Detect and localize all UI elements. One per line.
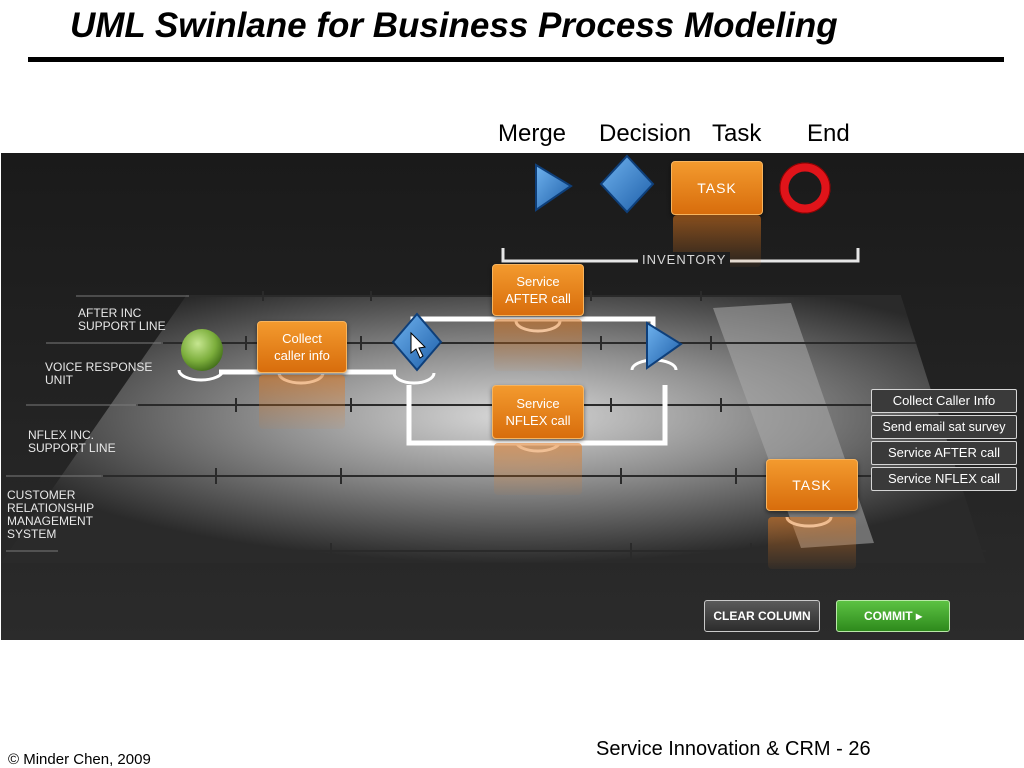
lane-ticks: [200, 291, 752, 559]
title-rule: [28, 57, 1004, 62]
task-list-item[interactable]: Collect Caller Info: [871, 389, 1017, 413]
node-service-nflex-reflection: [494, 443, 582, 495]
commit-button[interactable]: COMMIT ▸: [836, 600, 950, 632]
inventory-label: INVENTORY: [638, 252, 731, 267]
node-collect-reflection: [259, 375, 345, 429]
node-task-dragged[interactable]: TASK: [766, 459, 858, 511]
slide-title: UML Swinlane for Business Process Modeli…: [70, 6, 838, 45]
process-modeler-screen: AFTER INC SUPPORT LINE VOICE RESPONSE UN…: [1, 153, 1024, 640]
task-list-item[interactable]: Send email sat survey: [871, 415, 1017, 439]
legend-end-label: End: [807, 120, 850, 147]
node-collect-label: Collect caller info: [274, 331, 330, 363]
node-collect-caller-info[interactable]: Collect caller info: [257, 321, 347, 373]
node-task-dragged-reflection: [768, 517, 856, 569]
lane-label-after-inc: AFTER INC SUPPORT LINE: [78, 306, 166, 333]
clear-column-button[interactable]: CLEAR COLUMN: [704, 600, 820, 632]
lane-label-voice-response: VOICE RESPONSE UNIT: [45, 360, 153, 387]
node-task-dragged-label: TASK: [792, 476, 832, 493]
node-service-after-call[interactable]: Service AFTER call: [492, 264, 584, 316]
task-list-item[interactable]: Service NFLEX call: [871, 467, 1017, 491]
palette-task-label: TASK: [697, 179, 737, 196]
lane-label-crm: CUSTOMER RELATIONSHIP MANAGEMENT SYSTEM: [7, 488, 95, 541]
start-node: [181, 329, 223, 371]
palette-merge-icon[interactable]: [535, 163, 573, 212]
decision-node[interactable]: [391, 312, 443, 372]
task-list-item[interactable]: Service AFTER call: [871, 441, 1017, 465]
copyright-footer: © Minder Chen, 2009: [8, 751, 151, 768]
node-service-after-reflection: [494, 319, 582, 371]
slide-footer: Service Innovation & CRM - 26: [596, 738, 871, 760]
merge-node[interactable]: [646, 321, 683, 370]
node-service-nflex-call[interactable]: Service NFLEX call: [492, 385, 584, 439]
node-service-after-label: Service AFTER call: [505, 274, 571, 306]
legend-merge-label: Merge: [498, 120, 567, 147]
legend-task-label: Task: [712, 120, 762, 147]
palette-decision-icon[interactable]: [599, 154, 655, 214]
mouse-pointer-icon: [410, 331, 427, 359]
palette-task-tile[interactable]: TASK: [671, 161, 763, 215]
lane-label-nflex: NFLEX INC. SUPPORT LINE: [28, 428, 116, 455]
legend-decision-label: Decision: [599, 120, 692, 147]
node-service-nflex-label: Service NFLEX call: [505, 396, 571, 428]
palette-end-icon[interactable]: [779, 162, 831, 214]
lane-label-dividers: [6, 295, 189, 552]
